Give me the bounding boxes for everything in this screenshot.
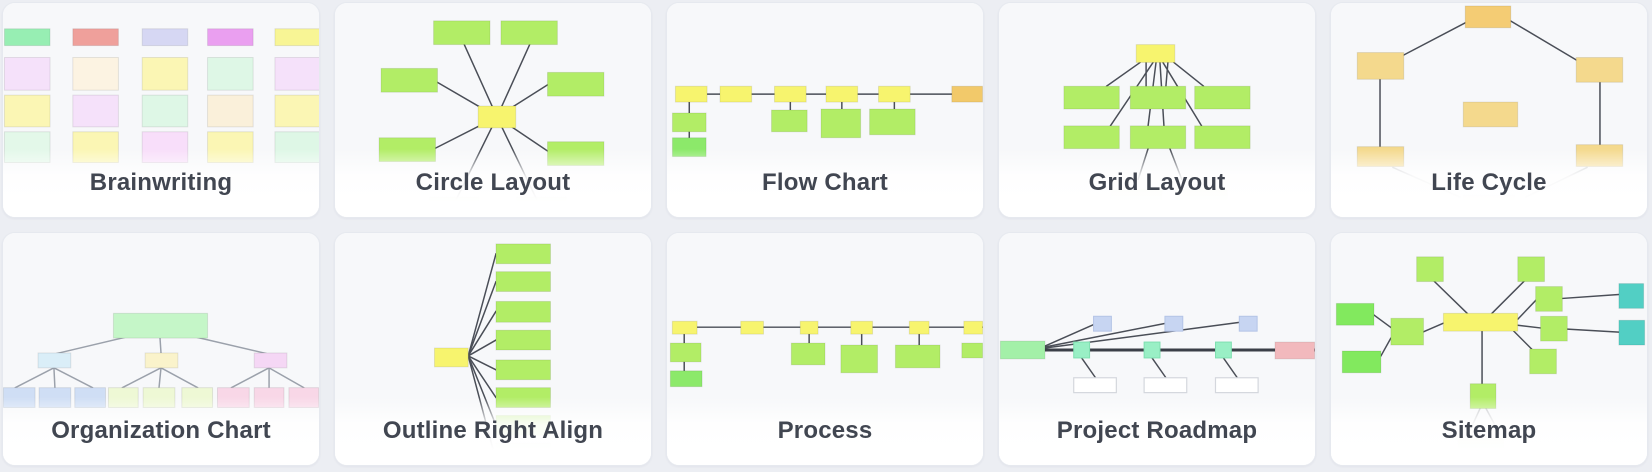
template-label-band: Sitemap bbox=[1331, 397, 1647, 465]
template-label-band: Grid Layout bbox=[999, 149, 1315, 217]
template-label: Outline Right Align bbox=[382, 417, 604, 444]
template-card-project-roadmap[interactable]: Project Roadmap bbox=[998, 232, 1316, 466]
template-label-band: Flow Chart bbox=[667, 149, 983, 217]
template-label-band: Process bbox=[667, 397, 983, 465]
template-card-organization-chart[interactable]: Organization Chart bbox=[2, 232, 320, 466]
sitemap-preview-graphic bbox=[1335, 256, 1646, 457]
flow-chart-preview-graphic bbox=[671, 85, 983, 158]
process-preview-graphic bbox=[669, 320, 983, 388]
template-label-band: Project Roadmap bbox=[999, 397, 1315, 465]
template-label: Life Cycle bbox=[1431, 169, 1547, 196]
template-card-life-cycle[interactable]: Life Cycle bbox=[1330, 2, 1648, 218]
template-label: Sitemap bbox=[1441, 417, 1537, 444]
template-card-sitemap[interactable]: Sitemap bbox=[1330, 232, 1648, 466]
template-card-circle-layout[interactable]: Circle Layout bbox=[334, 2, 652, 218]
template-label: Process bbox=[777, 417, 873, 444]
template-card-brainwriting[interactable]: Brainwriting bbox=[2, 2, 320, 218]
template-card-process[interactable]: Process bbox=[666, 232, 984, 466]
template-label: Flow Chart bbox=[762, 169, 888, 196]
template-label-band: Outline Right Align bbox=[335, 397, 651, 465]
template-label: Brainwriting bbox=[89, 169, 233, 196]
template-card-grid-layout[interactable]: Grid Layout bbox=[998, 2, 1316, 218]
template-label: Project Roadmap bbox=[1056, 417, 1258, 444]
template-label-band: Organization Chart bbox=[3, 397, 319, 465]
template-card-outline-right-align[interactable]: Outline Right Align bbox=[334, 232, 652, 466]
template-label-band: Brainwriting bbox=[3, 149, 319, 217]
template-card-flow-chart[interactable]: Flow Chart bbox=[666, 2, 984, 218]
template-label-band: Life Cycle bbox=[1331, 149, 1647, 217]
template-label: Circle Layout bbox=[415, 169, 571, 196]
template-label: Grid Layout bbox=[1088, 169, 1226, 196]
brainwriting-preview-graphic bbox=[3, 28, 319, 164]
project-roadmap-preview-graphic bbox=[999, 315, 1315, 394]
template-label-band: Circle Layout bbox=[335, 149, 651, 217]
template-label: Organization Chart bbox=[51, 417, 271, 444]
